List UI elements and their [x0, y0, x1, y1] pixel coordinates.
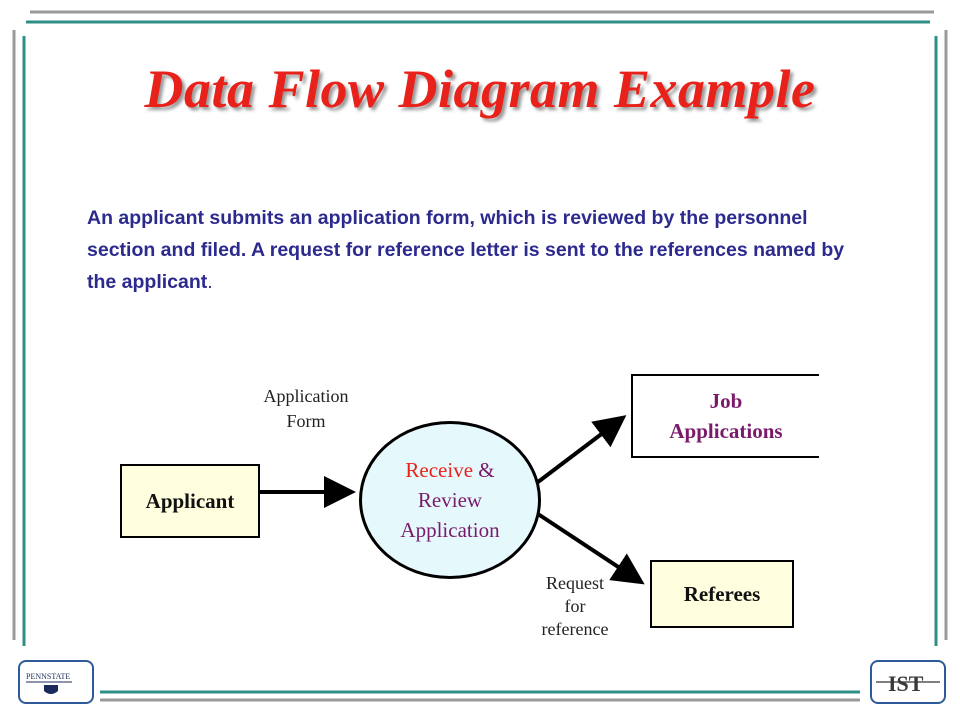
- referees-entity: Referees: [650, 560, 794, 628]
- store-line-2: Applications: [669, 419, 783, 443]
- flow-label-request-line-1: Request: [546, 573, 604, 593]
- svg-text:IST: IST: [888, 671, 924, 696]
- description-paragraph: An applicant submits an application form…: [87, 202, 877, 298]
- store-line-1: Job: [709, 389, 743, 413]
- ist-logo: IST: [870, 660, 946, 704]
- applicant-entity: Applicant: [120, 464, 260, 538]
- process-receive-word: Receive: [405, 458, 474, 482]
- process-ampersand: &: [473, 458, 495, 482]
- slide-title: Data Flow Diagram Example: [144, 59, 816, 119]
- pennstate-logo: PENNSTATE: [18, 660, 94, 704]
- description-text: An applicant submits an application form…: [87, 207, 845, 293]
- data-store-job-applications: Job Applications: [631, 374, 819, 458]
- flow-label-form: Form: [286, 411, 326, 431]
- applicant-label: Applicant: [145, 488, 235, 513]
- svg-text:PENNSTATE: PENNSTATE: [26, 672, 70, 681]
- process-receive-review: Receive & Review Application: [359, 421, 541, 579]
- description-period: .: [207, 271, 213, 293]
- process-line-1: Receive &: [405, 455, 494, 485]
- arrow-process-to-store: [536, 415, 627, 484]
- pennstate-logo-mark: PENNSTATE: [26, 672, 72, 694]
- referees-label: Referees: [683, 581, 761, 606]
- flow-label-request-line-3: reference: [541, 619, 609, 639]
- flow-label-application-form: Application Form: [236, 384, 376, 434]
- flow-label-request: Request for reference: [510, 572, 640, 641]
- process-line-2: Review: [417, 488, 483, 512]
- process-line-3: Application: [400, 518, 500, 542]
- flow-label-request-line-2: for: [564, 596, 586, 616]
- flow-label-application: Application: [263, 386, 349, 406]
- arrow-process-to-referees: [536, 512, 645, 585]
- ist-logo-mark: IST: [876, 671, 940, 696]
